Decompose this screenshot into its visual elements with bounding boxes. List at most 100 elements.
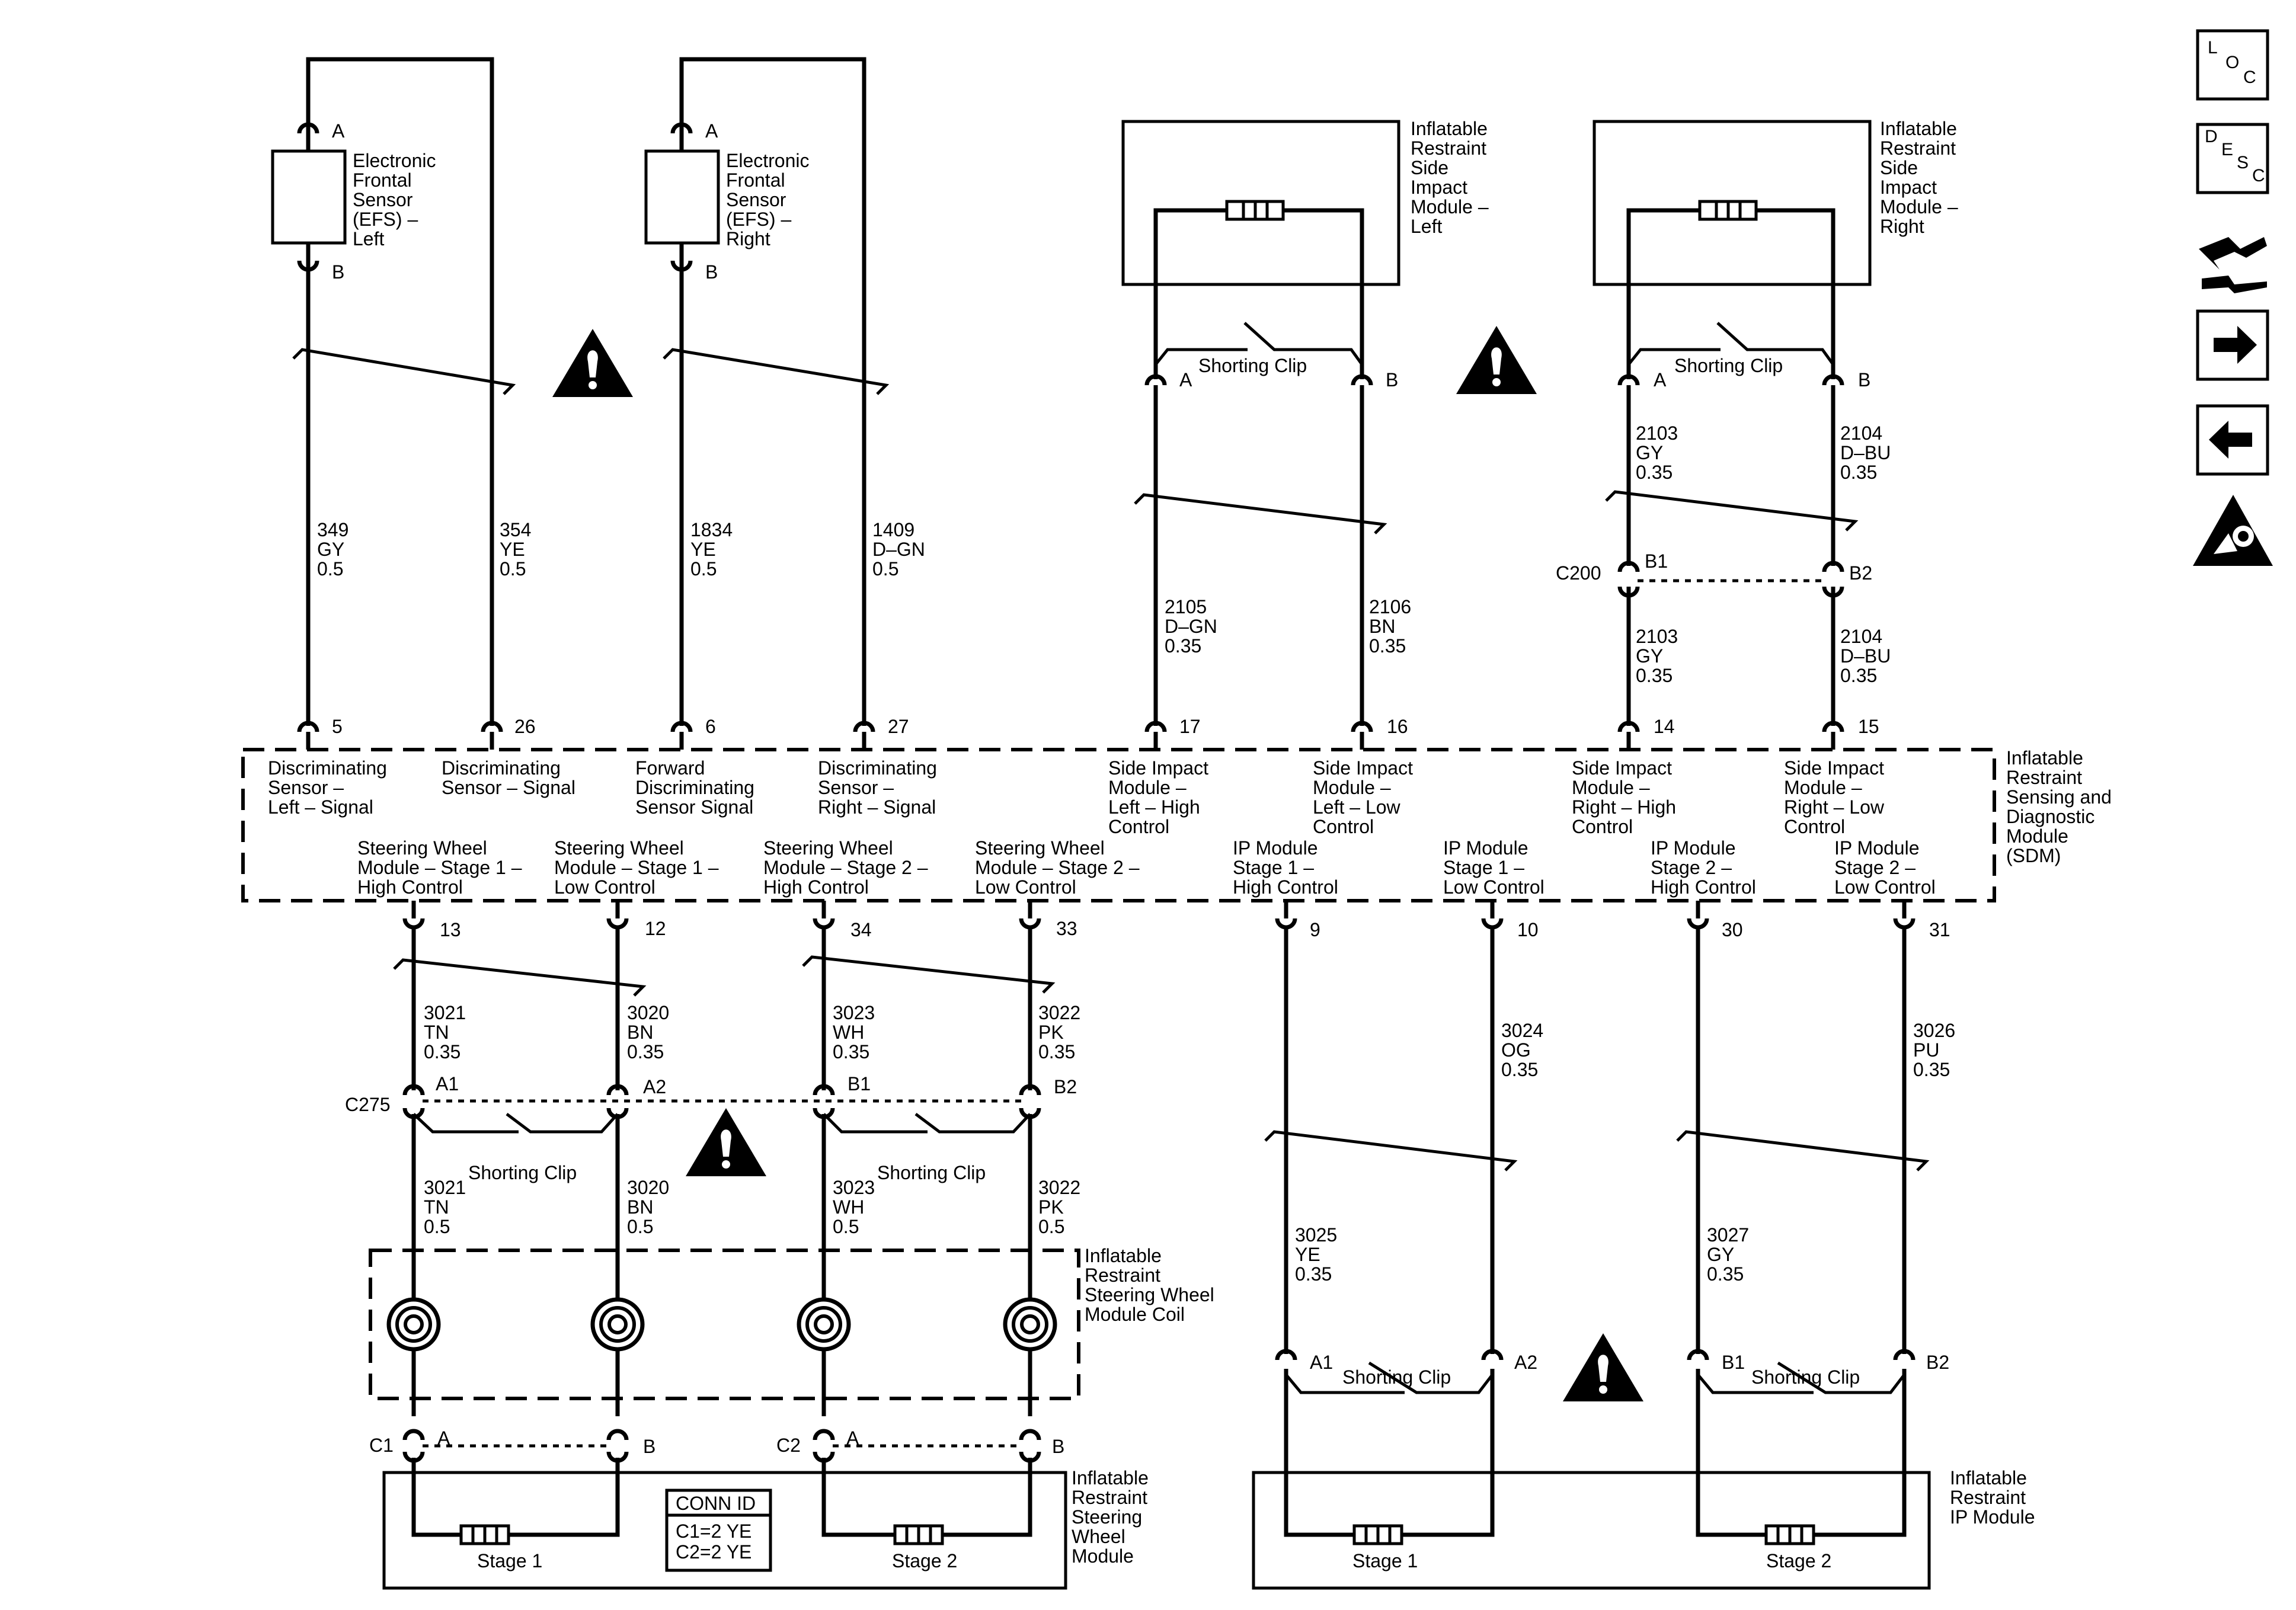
coil-spiral-icon <box>590 1297 645 1352</box>
steering-wheel-module: Stage 1 Stage 2 CONN ID C1=2 YE C2=2 YE … <box>382 1458 1149 1590</box>
c200-label: C200 <box>1556 562 1601 584</box>
twist-mark <box>393 958 647 997</box>
loc-letter: C <box>2243 68 2256 87</box>
warning-icon <box>552 329 633 397</box>
desc-letter: D <box>2205 127 2218 146</box>
conn-id-line: C2=2 YE <box>676 1541 752 1563</box>
side-left-shorting-clip: Shorting Clip <box>1198 355 1307 376</box>
desc-icon[interactable]: D E S C <box>2196 123 2269 194</box>
efs-right-title: Electronic Frontal Sensor (EFS) – Right <box>726 150 814 249</box>
sdm-pin: 13 <box>440 919 461 940</box>
stage-1-label: Stage 1 <box>477 1550 542 1571</box>
coil-spiral-icon <box>386 1297 441 1352</box>
loc-icon[interactable]: L O C <box>2196 29 2269 101</box>
c200-pin-b2: B2 <box>1849 562 1872 584</box>
sdm-top-pins: 5 26 6 27 17 16 14 15 <box>297 716 1879 750</box>
sdm-pin: 15 <box>1858 716 1879 737</box>
sidebar: L O C D E S C <box>2193 29 2273 566</box>
stage-2-label: Stage 2 <box>892 1550 957 1571</box>
sdm-pin: 16 <box>1387 716 1408 737</box>
warning-icon <box>686 1108 766 1176</box>
sdm-pin: 6 <box>705 716 716 737</box>
steering-pin-b: B <box>1052 1436 1064 1457</box>
airbag-warning-icon[interactable] <box>2193 495 2273 566</box>
warning-icon <box>1563 1333 1643 1401</box>
c200-pin-b1: B1 <box>1645 550 1668 572</box>
ip-pin: A2 <box>1514 1352 1537 1373</box>
ip-stage-1-label: Stage 1 <box>1352 1550 1418 1571</box>
sdm-pin: 30 <box>1722 919 1743 940</box>
connector-icon[interactable] <box>2199 237 2267 293</box>
coil-spiral-icon <box>1003 1297 1057 1352</box>
side-right-title: Inflatable Restraint Side Impact Module … <box>1880 118 1964 237</box>
conn-id-table: CONN ID C1=2 YE C2=2 YE <box>665 1489 772 1572</box>
side-left-title: Inflatable Restraint Side Impact Module … <box>1411 118 1494 237</box>
warning-icon <box>1456 326 1537 394</box>
twist-mark <box>1264 1130 1518 1172</box>
twist-mark <box>1605 490 1859 532</box>
ip-pin: A1 <box>1310 1352 1333 1373</box>
sdm-pin: 27 <box>888 716 909 737</box>
efs-left-pin-a: A <box>332 120 345 142</box>
efs-left-sensor: A B Electronic Frontal Sensor (EFS) – Le… <box>271 57 494 726</box>
c275-pin: A2 <box>643 1076 666 1097</box>
efs-right-sensor: A B Electronic Frontal Sensor (EFS) – Ri… <box>644 57 866 726</box>
side-left-pin-b: B <box>1386 369 1398 391</box>
efs-left-title: Electronic Frontal Sensor (EFS) – Left <box>353 150 441 249</box>
c1-label: C1 <box>369 1435 394 1456</box>
back-icon[interactable] <box>2196 404 2269 476</box>
side-left-pin-a: A <box>1179 369 1192 391</box>
twist-mark <box>1676 1130 1930 1172</box>
sdm-pin: 5 <box>332 716 343 737</box>
next-icon[interactable] <box>2196 309 2269 381</box>
twist-mark <box>292 348 516 395</box>
sdm-pin: 33 <box>1056 918 1077 939</box>
conn-id-line: C1=2 YE <box>676 1521 752 1542</box>
c2-label: C2 <box>776 1435 801 1456</box>
efs-right-pin-a: A <box>705 120 718 142</box>
twist-mark <box>802 955 1056 994</box>
sdm-title: Inflatable Restraint Sensing and Diagnos… <box>2006 747 2117 866</box>
ip-shorting-clip: Shorting Clip <box>1342 1366 1451 1388</box>
ip-shorting-clip: Shorting Clip <box>1751 1366 1860 1388</box>
sdm-pin: 34 <box>850 919 872 940</box>
twist-mark <box>663 348 890 395</box>
coil-spiral-icon <box>797 1297 851 1352</box>
